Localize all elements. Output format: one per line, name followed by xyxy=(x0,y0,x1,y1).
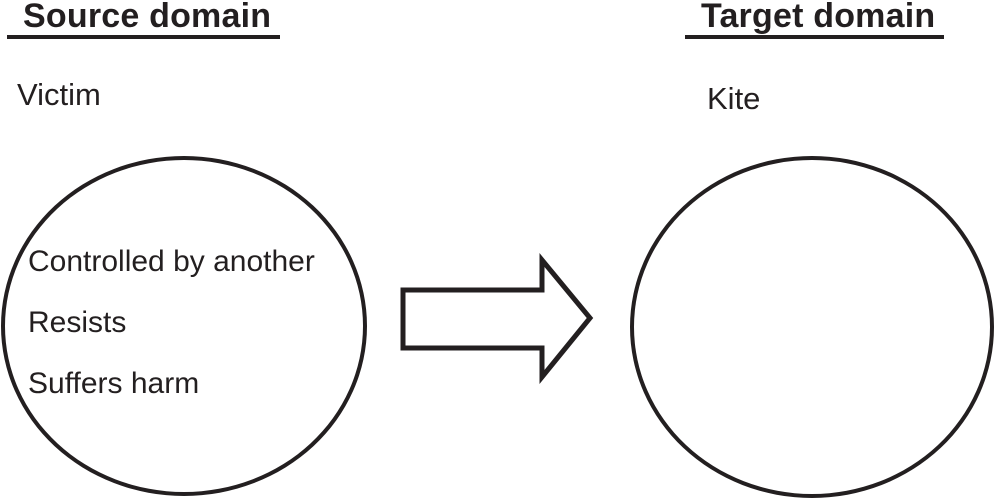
source-domain-title: Source domain xyxy=(7,0,281,39)
source-attribute: Controlled by another xyxy=(28,245,315,278)
source-attribute: Suffers harm xyxy=(28,367,200,400)
target-domain-circle xyxy=(630,156,994,498)
right-arrow-icon xyxy=(400,253,594,384)
source-attribute: Resists xyxy=(28,306,127,339)
source-concept-label: Victim xyxy=(17,77,101,112)
target-concept-label: Kite xyxy=(707,81,761,116)
source-domain-circle: Controlled by another Resists Suffers ha… xyxy=(1,156,367,496)
target-domain-title: Target domain xyxy=(685,0,945,39)
